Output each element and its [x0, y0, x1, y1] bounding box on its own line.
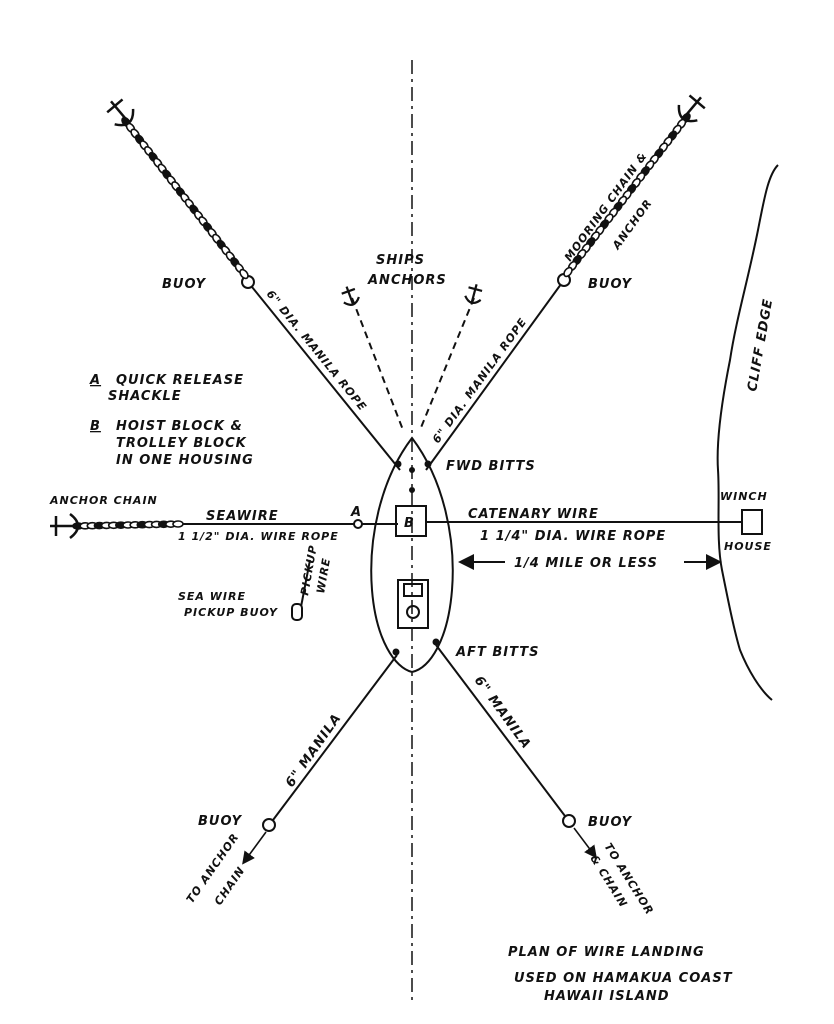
manila-nw-label: 6" DIA. MANILA ROPE: [264, 288, 370, 414]
deckhouse-hatch: [406, 605, 420, 619]
ships-anchors-label-2: ANCHORS: [367, 273, 447, 288]
nw-manila-rope: [247, 281, 401, 471]
buoy-sw-label: BUOY: [198, 814, 243, 829]
plan-title: PLAN OF WIRE LANDING: [508, 945, 705, 960]
manila-sw-label: 6" MANILA: [283, 711, 345, 790]
ne-manila-rope: [425, 279, 565, 471]
marker-a-shackle: [353, 519, 363, 529]
distance-label: 1/4 MILE OR LESS: [514, 556, 658, 571]
west-anchor-chain: [72, 520, 184, 530]
plan-subtitle-2: HAWAII ISLAND: [544, 989, 670, 1004]
seawire-label: SEAWIRE: [206, 509, 279, 524]
legend-a-line-1: QUICK RELEASE: [116, 373, 244, 388]
seawire-dia-label: 1 1/2" DIA. WIRE ROPE: [178, 530, 339, 543]
sw-buoy: [262, 818, 276, 832]
nw-anchor-icon: [106, 98, 135, 127]
seawire-pickup-label-2: PICKUP BUOY: [184, 606, 278, 619]
centerline-dot-1: [409, 467, 415, 473]
se-to-anchor-arrow: [573, 827, 597, 859]
chain-link: [563, 266, 573, 278]
sw-to-anchor-arrow: [242, 831, 267, 865]
legend-b-line-3: IN ONE HOUSING: [116, 453, 254, 468]
house-label: HOUSE: [724, 540, 772, 553]
aft-bitt-stbd: [432, 638, 440, 646]
deckhouse-top: [403, 583, 423, 597]
se-buoy: [562, 814, 576, 828]
centerline-dot-2: [409, 487, 415, 493]
seawire-pickup-label-1: SEA WIRE: [178, 590, 246, 603]
catenary-dia-label: 1 1/4" DIA. WIRE ROPE: [480, 529, 666, 544]
cliff-edge-label: CLIFF EDGE: [745, 297, 776, 392]
ships-anchor-right-icon: [464, 284, 483, 305]
fwd-bitts-label: FWD BITTS: [446, 459, 536, 474]
manila-ne-label: 6" DIA. MANILA ROPE: [430, 315, 530, 445]
ships-anchor-left-icon: [341, 286, 360, 306]
deckhouse: [397, 579, 429, 629]
west-anchor-icon: [50, 513, 80, 539]
legend-b-line-2: TROLLEY BLOCK: [116, 436, 247, 451]
aft-bitts-label: AFT BITTS: [455, 645, 539, 660]
marker-b: B: [404, 516, 415, 531]
nw-mooring-chain: [121, 116, 249, 280]
legend-a-line-2: SHACKLE: [108, 389, 182, 404]
chain-link: [172, 520, 184, 528]
winch-label: WINCH: [720, 490, 768, 503]
aft-bitt-port: [392, 648, 400, 656]
anchor-chain-label: ANCHOR CHAIN: [49, 494, 158, 507]
se-manila-rope: [435, 644, 569, 821]
winch-house-box: [741, 509, 763, 535]
pickup-wire-label-2: WIRE: [314, 557, 333, 595]
pickup-buoy: [291, 603, 303, 621]
cliff-edge-line: [716, 164, 779, 701]
buoy-nw-label: BUOY: [162, 277, 207, 292]
marker-a: A: [350, 505, 362, 520]
ship-hull: [370, 436, 454, 674]
ne-mooring-chain: [563, 112, 691, 278]
legend-a-key: A: [89, 373, 101, 388]
legend-b-key: B: [90, 419, 101, 434]
legend-b-line-1: HOIST BLOCK &: [116, 419, 243, 434]
sw-manila-rope: [269, 654, 398, 825]
catenary-wire-label: CATENARY WIRE: [468, 507, 599, 522]
pickup-wire-line: [299, 559, 311, 613]
chain-link: [239, 268, 249, 280]
plan-subtitle-1: USED ON HAMAKUA COAST: [514, 971, 733, 986]
buoy-ne-label: BUOY: [588, 277, 633, 292]
manila-se-label: 6" MANILA: [471, 674, 534, 753]
buoy-se-label: BUOY: [588, 815, 633, 830]
ne-anchor-icon: [677, 94, 706, 123]
ships-anchors-label-1: SHIPS: [376, 253, 425, 268]
